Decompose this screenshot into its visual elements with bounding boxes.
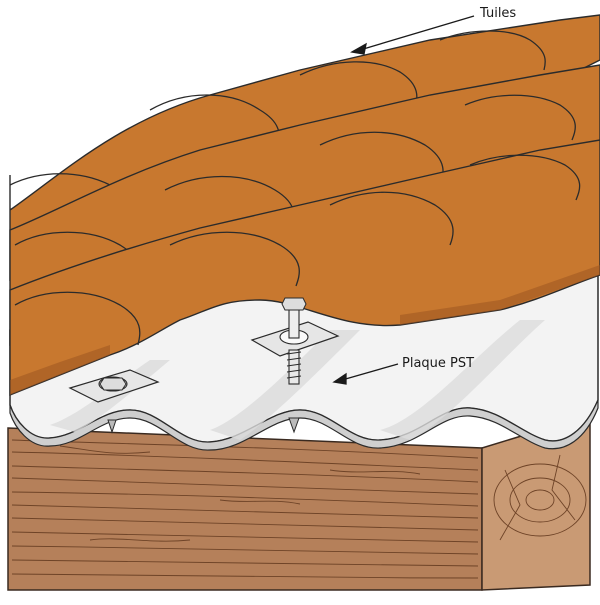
arrow-tuiles-head	[350, 42, 367, 55]
tile-hump	[299, 61, 418, 109]
sheet-front-edge	[9, 399, 599, 451]
tile-hump	[464, 94, 576, 141]
nut	[99, 377, 127, 391]
tile-hump	[169, 231, 300, 287]
label-plaque-pst: Plaque PST	[402, 356, 475, 371]
tile-hump	[329, 191, 454, 246]
tile-hump	[439, 30, 546, 71]
arrow-tuiles	[359, 15, 475, 51]
tile-hump	[469, 154, 581, 201]
wood-beam	[7, 413, 591, 591]
fixing-left	[68, 369, 160, 434]
tile-shadows	[10, 265, 600, 395]
beam-end-grain	[493, 454, 587, 541]
screw-thread	[286, 349, 302, 385]
arrow-plaque-head	[332, 372, 347, 385]
screw-head	[281, 297, 307, 311]
label-tuiles: Tuiles	[480, 6, 517, 21]
screw-tip	[288, 417, 300, 434]
callout-arrows	[332, 15, 475, 385]
arrow-plaque	[341, 363, 399, 381]
fixing-right	[250, 297, 340, 434]
beam-grain	[11, 439, 479, 579]
screw-tip	[107, 419, 117, 434]
beam-front-face	[7, 427, 483, 591]
tile-row-front	[9, 139, 600, 397]
tile-hump	[14, 291, 141, 346]
roof-tiles	[9, 14, 600, 397]
